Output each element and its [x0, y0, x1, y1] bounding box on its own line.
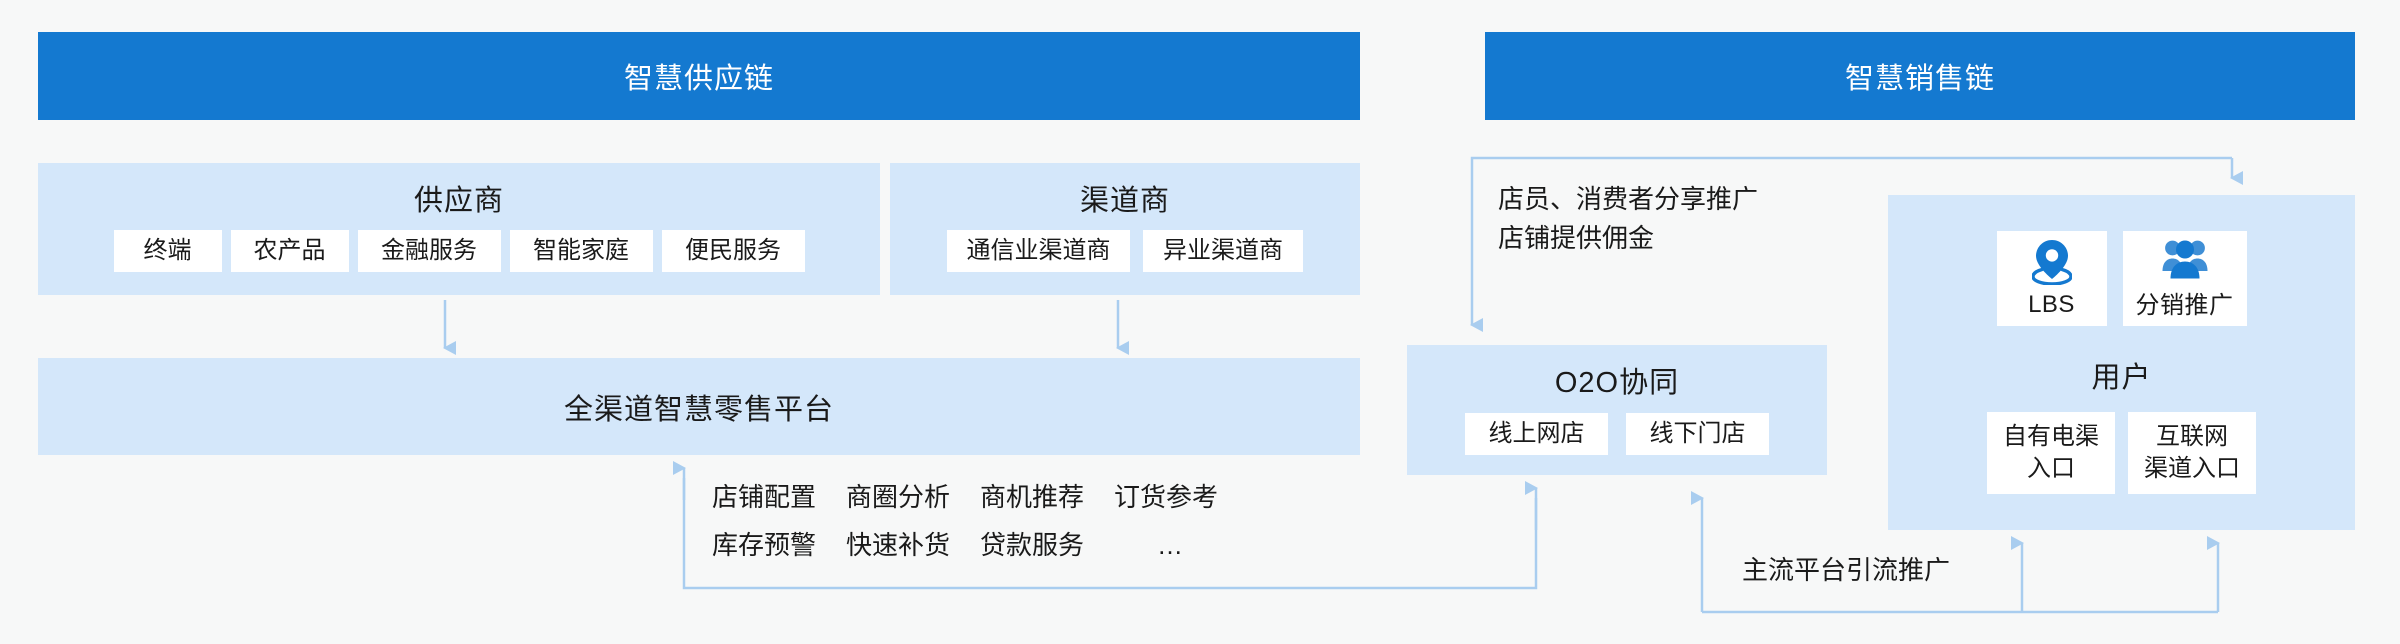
location-pin-icon [2030, 239, 2073, 286]
feature-inventory-alert: 库存预警 [712, 530, 817, 560]
feature-more-ellipsis: … [1157, 530, 1183, 560]
supplier-tag-agriculture[interactable]: 农产品 [230, 230, 349, 272]
channel-panel-title: 渠道商 [1079, 185, 1170, 217]
header-sales-chain-label: 智慧销售链 [1844, 63, 1995, 95]
o2o-tag-online-shop[interactable]: 线上网店 [1465, 413, 1608, 455]
user-entry-tag-row: 自有电渠 入口 互联网 渠道入口 [1987, 412, 2256, 494]
supplier-panel: 供应商 终端 农产品 金融服务 智能家庭 便民服务 [38, 163, 880, 295]
user-entry-own-echannel[interactable]: 自有电渠 入口 [1987, 412, 2115, 494]
header-supply-chain-label: 智慧供应链 [623, 63, 774, 95]
omnichannel-platform-label: 全渠道智慧零售平台 [563, 393, 834, 426]
traffic-promotion-note: 主流平台引流推广 [1742, 555, 1951, 585]
user-entry-internet-channel[interactable]: 互联网 渠道入口 [2128, 412, 2256, 494]
feature-opportunity-recommend: 商机推荐 [980, 482, 1085, 512]
channel-tag-cross-industry[interactable]: 异业渠道商 [1143, 230, 1303, 272]
share-commission-note: 店员、消费者分享推广 店铺提供佣金 [1498, 184, 1759, 253]
feature-fast-replenish: 快速补货 [846, 530, 951, 560]
user-card-distribution-label: 分销推广 [2135, 292, 2234, 319]
user-card-lbs[interactable]: LBS [1996, 231, 2107, 326]
feature-row-1: 店铺配置 商圈分析 商机推荐 订货参考 [712, 484, 1312, 510]
supplier-panel-title: 供应商 [413, 185, 504, 217]
user-panel-title: 用户 [2091, 362, 2152, 394]
channel-panel: 渠道商 通信业渠道商 异业渠道商 [890, 163, 1360, 295]
user-icon-card-row: LBS 分销推广 [1996, 231, 2247, 326]
o2o-tag-offline-store[interactable]: 线下门店 [1626, 413, 1769, 455]
supplier-tag-convenience[interactable]: 便民服务 [661, 230, 805, 272]
o2o-tag-row: 线上网店 线下门店 [1465, 413, 1769, 455]
feature-loan-service: 贷款服务 [980, 530, 1085, 560]
o2o-panel-title: O2O协同 [1554, 367, 1680, 399]
channel-tag-telecom[interactable]: 通信业渠道商 [947, 230, 1130, 272]
supplier-tag-terminal[interactable]: 终端 [113, 230, 222, 272]
user-card-lbs-label: LBS [2028, 290, 2075, 318]
header-sales-chain: 智慧销售链 [1485, 32, 2355, 120]
channel-tag-row: 通信业渠道商 异业渠道商 [947, 230, 1303, 272]
omnichannel-platform-panel: 全渠道智慧零售平台 [38, 358, 1360, 455]
feature-shop-config: 店铺配置 [712, 482, 817, 512]
user-card-distribution[interactable]: 分销推广 [2122, 231, 2247, 326]
platform-feature-list: 店铺配置 商圈分析 商机推荐 订货参考 库存预警 快速补货 贷款服务 … [712, 484, 1312, 558]
feature-row-2: 库存预警 快速补货 贷款服务 … [712, 532, 1312, 558]
people-group-icon [2162, 237, 2208, 279]
o2o-panel: O2O协同 线上网店 线下门店 [1407, 345, 1827, 475]
user-panel: LBS 分销推广 [1888, 195, 2355, 530]
feature-order-reference: 订货参考 [1114, 482, 1219, 512]
feature-trade-area-analysis: 商圈分析 [846, 482, 951, 512]
supplier-tag-row: 终端 农产品 金融服务 智能家庭 便民服务 [113, 230, 805, 272]
header-supply-chain: 智慧供应链 [38, 32, 1360, 120]
supplier-tag-finance[interactable]: 金融服务 [357, 230, 501, 272]
supplier-tag-smart-home[interactable]: 智能家庭 [509, 230, 653, 272]
